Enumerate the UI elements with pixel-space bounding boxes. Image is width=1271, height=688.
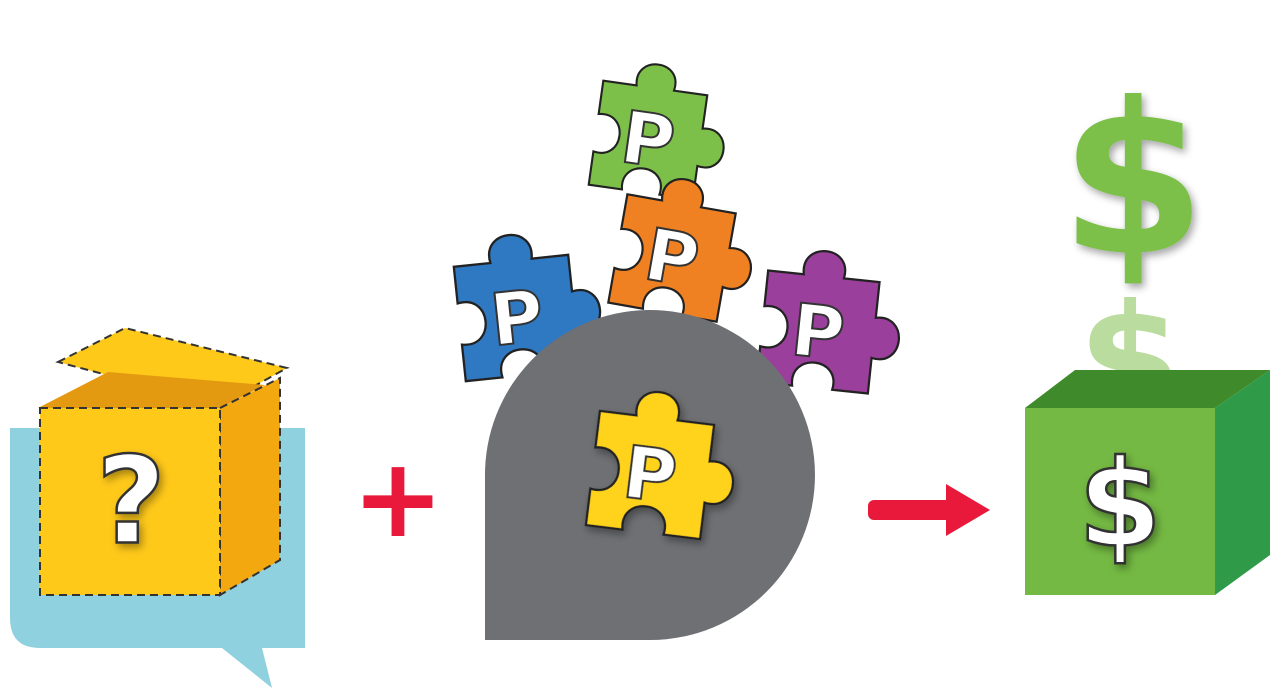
question-mark-icon: ? — [96, 433, 166, 572]
puzzle-piece-green: P — [587, 56, 736, 204]
right-arrow-icon — [868, 484, 990, 536]
money-box-group: $ $ $ — [1025, 58, 1270, 595]
box-back-panel — [38, 372, 265, 408]
puzzle-piece-purple: P — [755, 244, 909, 398]
dollar-sign-top-icon: $ — [1060, 58, 1206, 303]
puzzle-piece-blue: P — [449, 225, 608, 383]
money-box-inner — [1025, 370, 1270, 408]
dollar-sign-front-icon: $ — [1078, 436, 1162, 575]
puzzle-piece-letter: P — [616, 95, 680, 186]
box-front — [39, 407, 221, 596]
puzzle-piece-orange: P — [607, 168, 766, 328]
money-box-side — [1215, 370, 1270, 595]
question-box-group: ? — [10, 326, 305, 688]
money-box-front — [1025, 408, 1215, 595]
box-side — [219, 376, 281, 597]
puzzle-cluster: P P P P P — [449, 56, 909, 640]
puzzle-piece-letter: P — [787, 287, 848, 376]
puzzle-piece-letter: P — [619, 430, 682, 520]
plus-sign: + — [352, 434, 444, 562]
puzzle-piece-letter: P — [486, 273, 547, 362]
puzzle-piece-yellow: P — [584, 384, 745, 544]
